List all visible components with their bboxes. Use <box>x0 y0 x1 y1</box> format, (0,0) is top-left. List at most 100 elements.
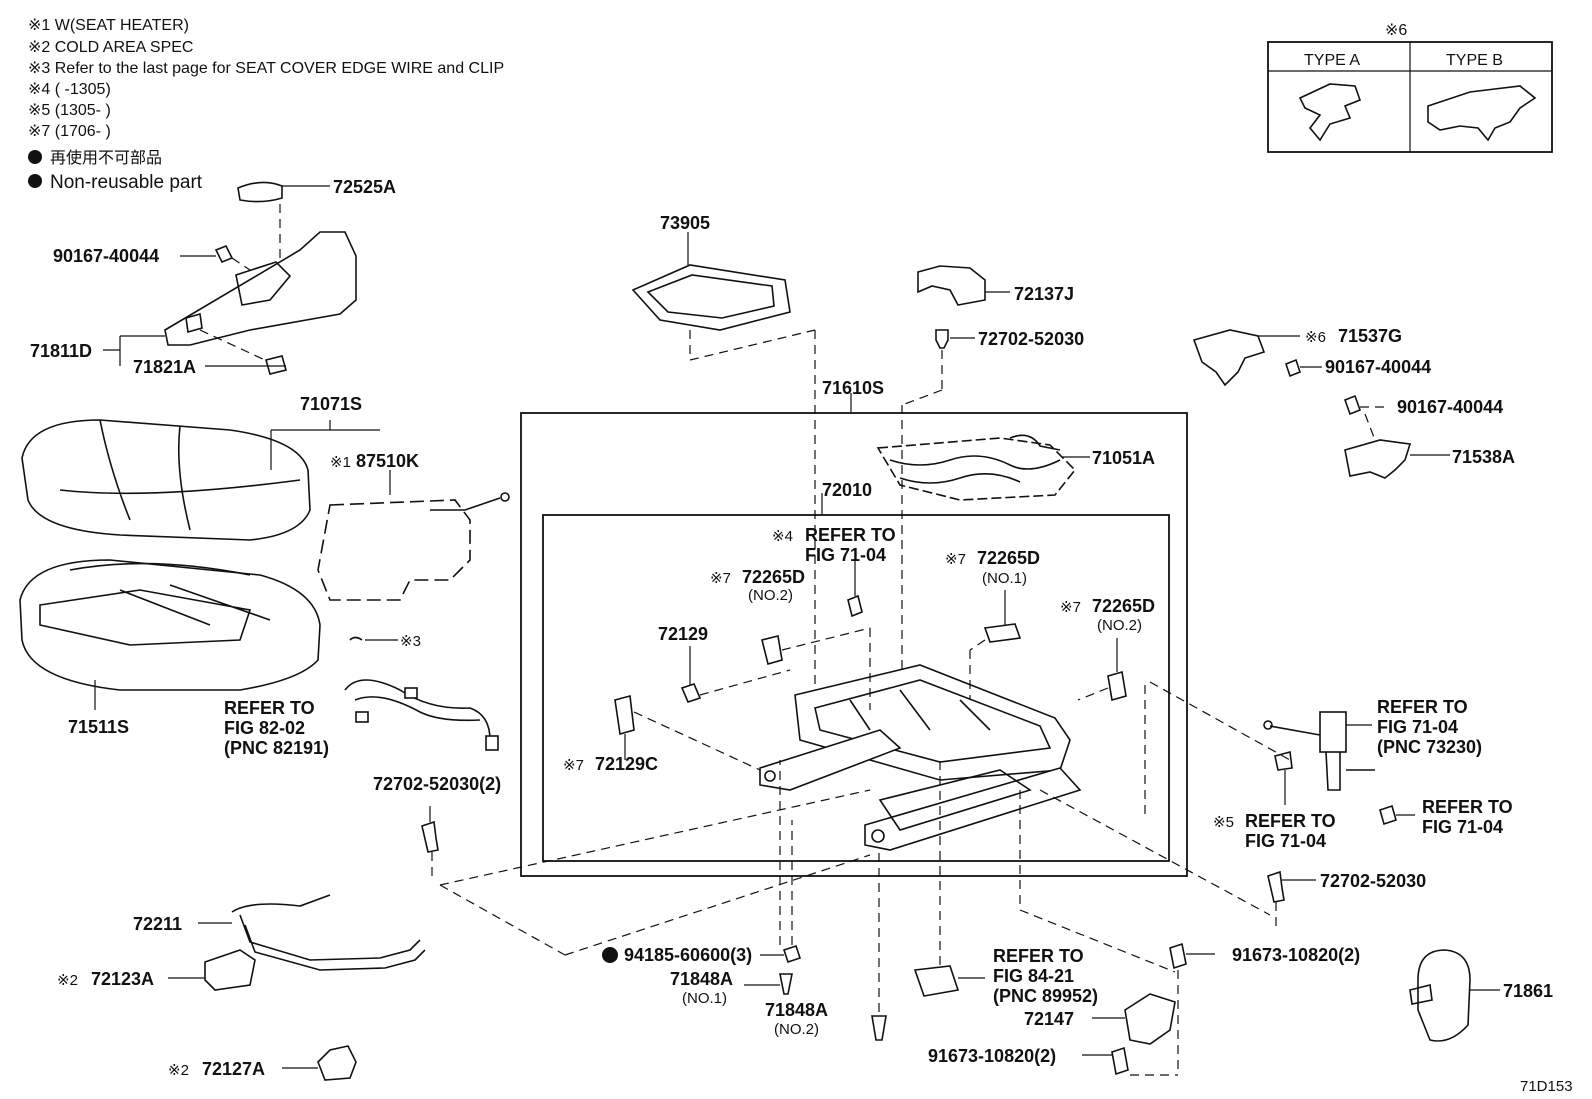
ref-73230-line1[interactable]: REFER TO <box>1377 697 1468 717</box>
clip-icon <box>983 623 1022 643</box>
label-71821a[interactable]: 71821A <box>133 357 196 377</box>
seat-shield-group <box>103 181 357 375</box>
ref-right-line2[interactable]: FIG 71-04 <box>1422 817 1503 837</box>
note-5: ※5 (1305- ) <box>28 102 111 119</box>
part-labels: 72525A 90167-40044 71811D 71821A 71071S … <box>30 177 1573 1095</box>
label-71071s[interactable]: 71071S <box>300 394 362 414</box>
ref-84-line1[interactable]: REFER TO <box>993 946 1084 966</box>
spring-assembly-group <box>876 434 1090 501</box>
figure-id: 71D153 <box>1520 1078 1573 1095</box>
clip-icon <box>614 694 635 736</box>
label-91673-10820-2-lower[interactable]: 91673-10820(2) <box>928 1046 1056 1066</box>
marker-6: ※6 <box>1305 329 1326 346</box>
ref-5-line1[interactable]: REFER TO <box>1245 811 1336 831</box>
seat-adjuster-inner-box <box>542 514 1170 862</box>
label-72211[interactable]: 72211 <box>133 914 182 934</box>
marker-7: ※7 <box>710 570 731 587</box>
label-72137j[interactable]: 72137J <box>1014 284 1074 304</box>
label-72129c[interactable]: 72129C <box>595 754 658 774</box>
ref-73230-line2[interactable]: FIG 71-04 <box>1377 717 1458 737</box>
label-71848a-no2[interactable]: 71848A <box>765 1000 828 1020</box>
label-71848a-no1[interactable]: 71848A <box>670 969 733 989</box>
ref-82-line2[interactable]: FIG 82-02 <box>224 718 305 738</box>
seatbelt-buckle-icon <box>1319 711 1347 753</box>
label-87510k[interactable]: 87510K <box>356 451 419 471</box>
label-72702-52030-2[interactable]: 72702-52030(2) <box>373 774 501 794</box>
label-71538a[interactable]: 71538A <box>1452 447 1515 467</box>
label-91673-10820-2-upper[interactable]: 91673-10820(2) <box>1232 945 1360 965</box>
marker-2: ※2 <box>168 1062 189 1079</box>
label-73905[interactable]: 73905 <box>660 213 710 233</box>
label-72525a[interactable]: 72525A <box>333 177 396 197</box>
bolt-icon <box>421 820 439 853</box>
nut-icon <box>1379 804 1397 826</box>
label-71610s[interactable]: 71610S <box>822 378 884 398</box>
label-71811d[interactable]: 71811D <box>30 341 92 361</box>
label-90167-40044-right1[interactable]: 90167-40044 <box>1325 357 1431 377</box>
seatbelt-buckle-group <box>1263 711 1415 826</box>
adjuster-cover-group <box>901 265 1010 720</box>
bracket-type-b-icon <box>1427 85 1537 142</box>
label-71537g[interactable]: 71537G <box>1338 326 1402 346</box>
label-90167-40044-right2[interactable]: 90167-40044 <box>1397 397 1503 417</box>
label-72702-52030[interactable]: 72702-52030 <box>978 329 1084 349</box>
ref-82-line3[interactable]: (PNC 82191) <box>224 738 329 758</box>
seat-shield-icon <box>164 231 357 346</box>
seat-cushion-pad-icon <box>19 559 321 691</box>
label-72129[interactable]: 72129 <box>658 624 708 644</box>
ref-82-line1[interactable]: REFER TO <box>224 698 315 718</box>
ref-84-line3[interactable]: (PNC 89952) <box>993 986 1098 1006</box>
label-no1: (NO.1) <box>982 570 1027 587</box>
cover-72123a-icon <box>204 949 256 991</box>
marker-4: ※4 <box>772 528 793 545</box>
ref-73230-line3[interactable]: (PNC 73230) <box>1377 737 1482 757</box>
legend-notes: ※1 W(SEAT HEATER) ※2 COLD AREA SPEC ※3 R… <box>28 17 504 193</box>
nut-icon <box>782 944 802 964</box>
non-reusable-dot-icon <box>28 150 42 164</box>
label-71511s[interactable]: 71511S <box>68 717 129 737</box>
label-72265d-no2-left[interactable]: 72265D <box>742 567 805 587</box>
label-72147[interactable]: 72147 <box>1024 1009 1074 1029</box>
type-box: ※6 TYPE A TYPE B <box>1267 22 1553 153</box>
connector-icon <box>913 965 960 997</box>
seat-frame-group <box>759 664 1082 851</box>
ref-5-line2[interactable]: FIG 71-04 <box>1245 831 1326 851</box>
bracket-72147-icon <box>1124 993 1176 1045</box>
label-94185-60600-3[interactable]: 94185-60600(3) <box>624 945 752 965</box>
label-90167-40044[interactable]: 90167-40044 <box>53 246 159 266</box>
bolt-icon <box>871 1015 887 1041</box>
label-72123a[interactable]: 72123A <box>91 969 154 989</box>
seat-adjuster-outer-box <box>520 412 1188 877</box>
ref-4-line2[interactable]: FIG 71-04 <box>805 545 886 565</box>
note-2: ※2 COLD AREA SPEC <box>28 39 193 56</box>
marker-7: ※7 <box>1060 599 1081 616</box>
label-72265d-no1[interactable]: 72265D <box>977 548 1040 568</box>
bolt-icon <box>779 973 793 995</box>
label-71861[interactable]: 71861 <box>1503 981 1553 1001</box>
marker-7: ※7 <box>563 757 584 774</box>
label-72127a[interactable]: 72127A <box>202 1059 265 1079</box>
ref-84-line2[interactable]: FIG 84-21 <box>993 966 1074 986</box>
label-72265d-no2-right[interactable]: 72265D <box>1092 596 1155 616</box>
label-71051a[interactable]: 71051A <box>1092 448 1155 468</box>
note-3: ※3 Refer to the last page for SEAT COVER… <box>28 60 504 77</box>
ref-4-line1[interactable]: REFER TO <box>805 525 896 545</box>
clip-icon <box>265 355 287 375</box>
label-no2-left: (NO.2) <box>748 587 793 604</box>
wire-harness-icon <box>344 679 491 741</box>
lower-parts-group <box>168 681 1500 1081</box>
bracket-71538a-icon <box>1344 439 1412 479</box>
adjuster-clips-group <box>614 560 1127 771</box>
non-reusable-dot-icon <box>28 174 42 188</box>
non-reusable-dot-icon <box>602 947 618 963</box>
note-7: ※7 (1706- ) <box>28 123 111 140</box>
cover-72127a-icon <box>317 1045 357 1081</box>
type-box-marker: ※6 <box>1385 22 1407 39</box>
label-72702-52030-right[interactable]: 72702-52030 <box>1320 871 1426 891</box>
ref-right-line1[interactable]: REFER TO <box>1422 797 1513 817</box>
marker-2: ※2 <box>57 972 78 989</box>
label-72010[interactable]: 72010 <box>822 480 872 500</box>
type-b-header: TYPE B <box>1446 52 1503 69</box>
cover-71861-icon <box>1417 949 1471 1042</box>
note-nonreusable-en: Non-reusable part <box>50 172 203 193</box>
